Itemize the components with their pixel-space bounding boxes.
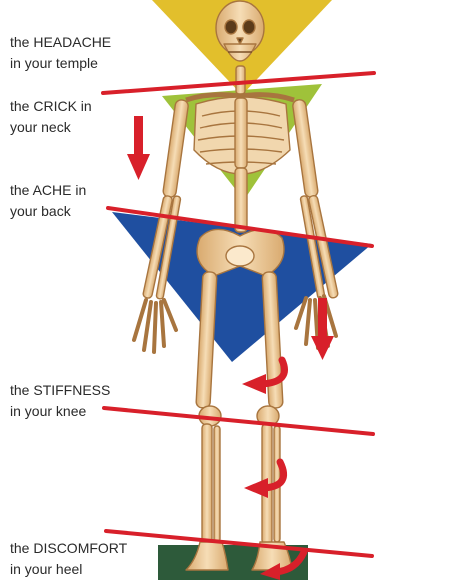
temple-line [101,71,376,95]
label-discomfort: the DISCOMFORT in your heel [10,538,127,580]
curved-arrow-head [242,374,266,394]
label-crick-line1: the CRICK in [10,98,92,114]
label-headache-line1: the HEADACHE [10,34,112,50]
label-discomfort-line2: in your heel [10,561,83,577]
label-crick-line2: your neck [10,119,71,135]
skeleton-figure [132,0,339,571]
label-stiffness: the STIFFNESS in your knee [10,380,110,422]
label-stiffness-line1: the STIFFNESS [10,382,111,398]
label-ache-line2: your back [10,203,71,219]
back-line [106,206,374,248]
down-arrow-icon [127,116,150,180]
knee-line [102,406,375,436]
label-crick: the CRICK in your neck [10,96,92,138]
down-arrow-icon [311,298,334,360]
label-discomfort-line1: the DISCOMFORT [10,540,128,556]
label-ache: the ACHE in your back [10,180,86,222]
label-stiffness-line2: in your knee [10,403,87,419]
label-headache: the HEADACHE in your temple [10,32,111,74]
label-ache-line1: the ACHE in [10,182,87,198]
curved-arrow-icon [258,356,288,388]
heel-line [104,529,374,558]
curved-arrow-icon [260,458,287,492]
label-headache-line2: in your temple [10,55,98,71]
curved-arrow-head [244,478,268,498]
back-zone-triangle [112,212,372,362]
pain-lines [101,71,376,558]
curved-arrow-head [260,563,280,580]
